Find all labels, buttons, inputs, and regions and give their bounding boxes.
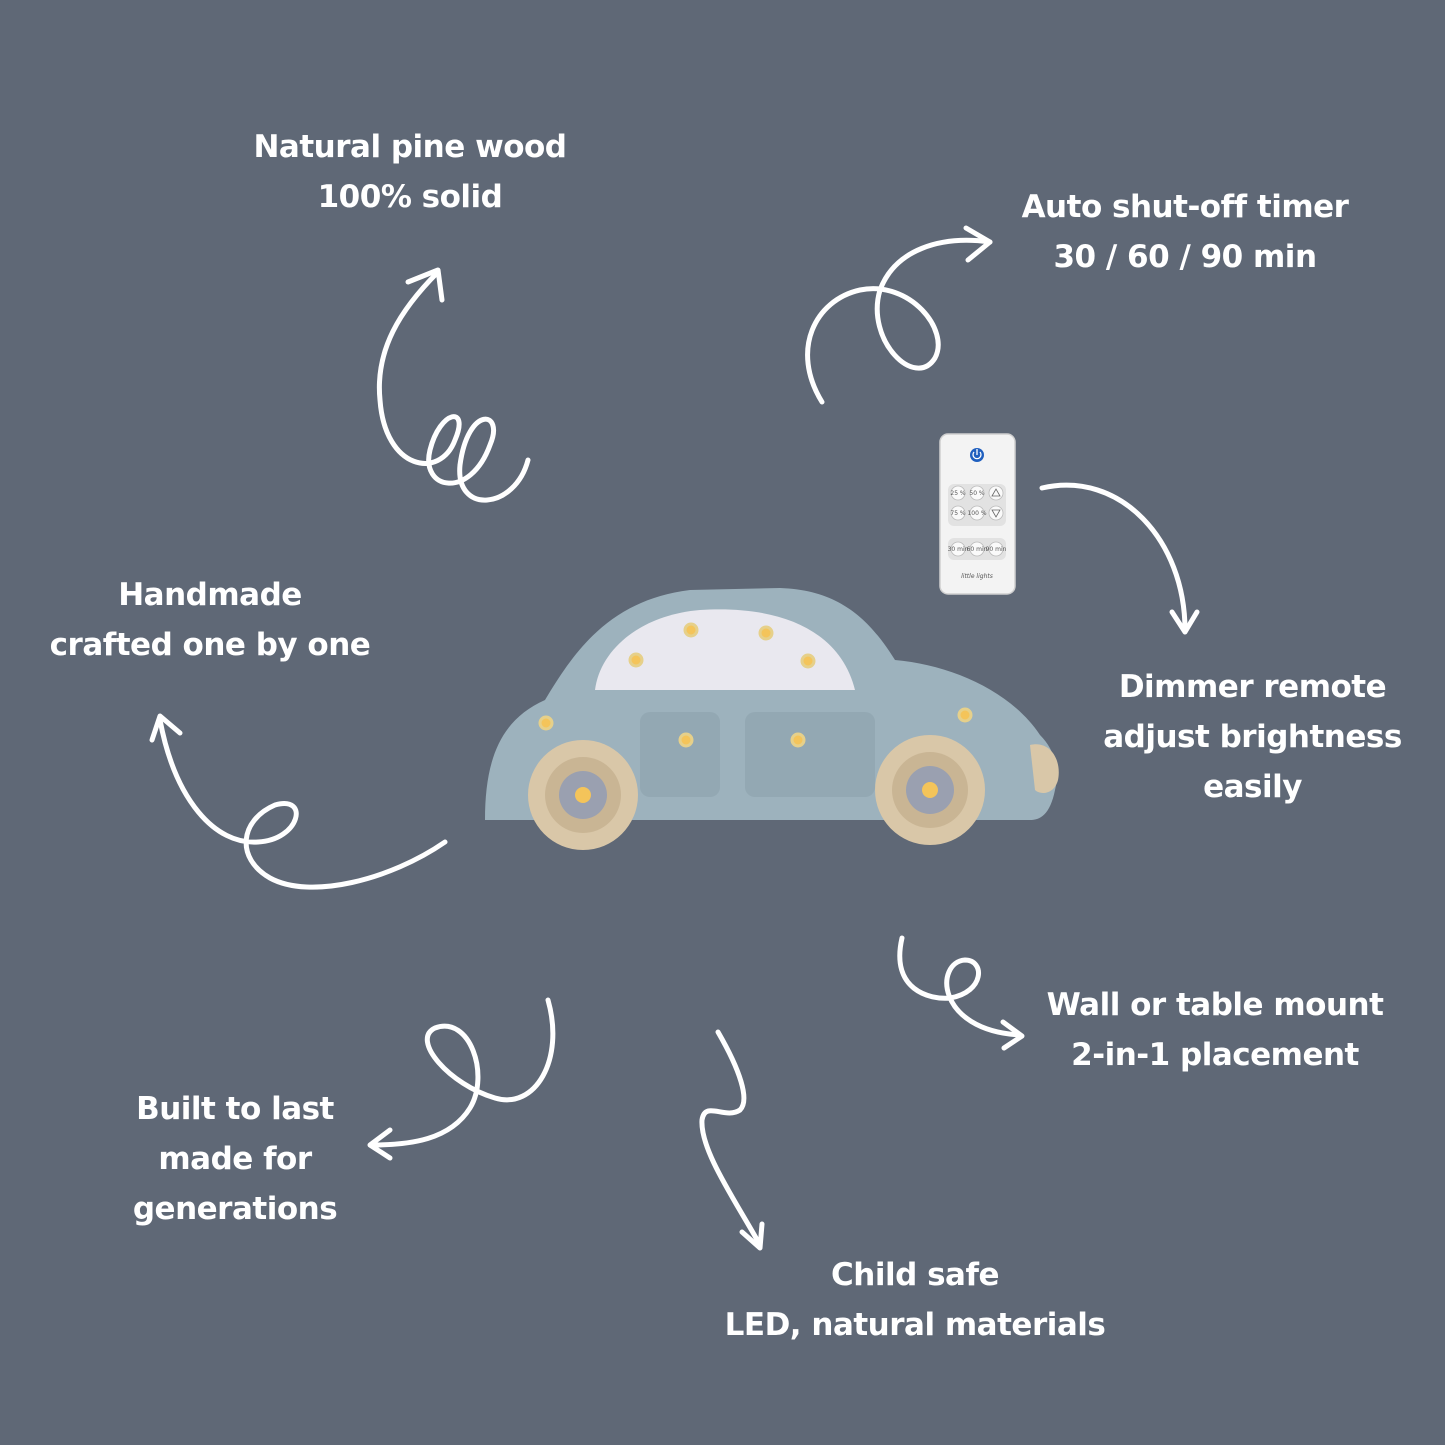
arrow-wood-head [405, 267, 445, 303]
car-bumper [1030, 744, 1059, 793]
triangle-down-icon [991, 509, 1001, 518]
wheel-front [528, 740, 638, 850]
arrow-dimmer [1039, 482, 1188, 633]
feature-wood: Natural pine wood 100% solid [253, 129, 567, 215]
feature-handmade: Handmade crafted one by one [49, 577, 371, 663]
arrow-dimmer-head [1169, 609, 1200, 635]
feature-timer: Auto shut-off timer 30 / 60 / 90 min [1021, 189, 1349, 275]
triangle-up-icon [991, 488, 1001, 497]
arrow-wood [376, 269, 531, 503]
wheel-rear [875, 735, 985, 845]
remote-btn-75: 75 % [950, 510, 966, 517]
feature-safe: Child safe LED, natural materials [724, 1257, 1106, 1343]
arrow-mount-head [1000, 1019, 1025, 1051]
car-window [595, 609, 855, 690]
arrow-built [369, 997, 556, 1148]
arrow-handmade [157, 717, 448, 890]
arrow-timer-head [963, 225, 993, 263]
arrow-safe [699, 1029, 763, 1248]
car-lamp [485, 588, 1059, 850]
arrow-safe-head [739, 1221, 765, 1251]
arrow-handmade-head [149, 713, 183, 743]
power-icon [970, 448, 984, 462]
feature-built: Built to last made for generations [132, 1091, 338, 1227]
remote-btn-60min: 60 min [967, 546, 988, 553]
car-door-front [640, 712, 720, 797]
remote-btn-25: 25 % [950, 490, 966, 497]
remote-btn-50: 50 % [969, 490, 985, 497]
remote-brand: little lights [961, 573, 993, 580]
remote-btn-100: 100 % [967, 510, 986, 517]
arrow-built-head [367, 1127, 393, 1161]
feature-dimmer: Dimmer remote adjust brightness easily [1103, 669, 1402, 805]
arrow-mount [897, 935, 1023, 1038]
led-bulbs [538, 622, 973, 748]
dimmer-remote: 25 % 50 % 75 % 100 % 30 min 60 min 90 mi… [939, 433, 1016, 595]
arrow-timer [805, 237, 993, 405]
car-door-rear [745, 712, 875, 797]
remote-btn-90min: 90 min [986, 546, 1007, 553]
feature-mount: Wall or table mount 2-in-1 placement [1046, 987, 1384, 1073]
remote-btn-30min: 30 min [948, 546, 969, 553]
